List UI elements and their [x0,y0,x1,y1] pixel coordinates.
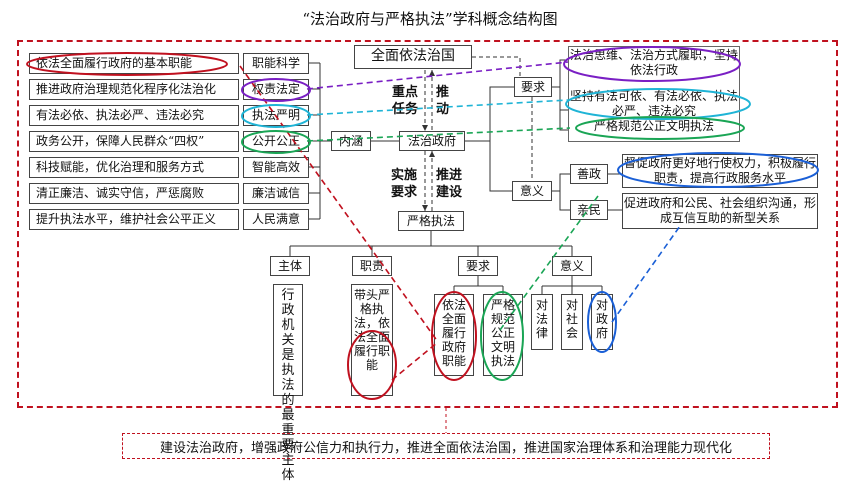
conclusion-box: 建设法治政府，增强政府公信力和执行力，推进全面依法治国，推进国家治理体系和治理能… [122,433,770,459]
red-highlight-left [26,52,228,76]
arrow-down-2 [422,205,428,211]
left-row-6: 清正廉洁、诚实守信，严惩腐败 [29,183,239,204]
red-highlight-req [431,291,477,381]
red-highlight-duty [347,330,397,400]
label-key-task: 重点任务 [392,85,419,117]
purple-highlight-left [241,78,311,102]
green-highlight-left [241,130,311,154]
col-duty: 带头严格执法，依法全面履行职能 [351,284,393,396]
left-row-2: 推进政府治理规范化程序化法治化 [29,79,239,100]
meaning-item-2: 促进政府和公民、社会组织沟通，形成互信互助的新型关系 [622,193,818,229]
left-tag-5: 智能高效 [243,157,309,178]
col-mean-1: 对法律 [531,294,553,350]
center-node: 全面依法治国 [354,45,472,69]
green-highlight-right [575,116,745,140]
cyan-highlight-left [241,104,311,128]
arrow-down-1 [422,125,428,131]
shanzheng-node: 善政 [570,164,608,184]
gov-node: 法治政府 [399,131,465,151]
left-row-4: 政务公开，保障人民群众“四权” [29,131,239,152]
req-node: 要求 [514,77,552,97]
left-tag-2: 权责法定 [243,79,309,100]
blue-link [611,225,681,323]
purple-link [306,61,569,90]
arrow-up-2 [429,151,435,157]
head-meaning: 意义 [552,256,592,276]
left-tag-7: 人民满意 [243,209,309,230]
blue-highlight-right [617,152,819,188]
diagram-title: “法治政府与严格执法”学科概念结构图 [302,10,558,28]
left-row-7: 提升执法水平，维护社会公平正义 [29,209,239,230]
col-req-1: 依法全面履行政府职能 [434,294,474,376]
col-mean-3: 对政府 [591,294,613,350]
cyan-link [306,99,569,116]
label-push-build: 推进建设 [436,168,463,200]
left-tag-6: 廉洁诚信 [243,183,309,204]
label-implement: 实施要求 [391,168,418,200]
head-req: 要求 [458,256,498,276]
head-subject: 主体 [270,256,310,276]
req-item-2: 坚持有法可依、有法必依、执法必严、违法必究 [570,89,739,118]
green-link-top [306,127,571,142]
red-link-1 [239,65,439,343]
left-row-5: 科技赋能，优化治理和服务方式 [29,157,239,178]
red-link-2 [391,341,439,381]
req-item-1: 法治思维、法治方式履职，坚持依法行政 [570,48,739,77]
label-push: 推动 [436,85,450,117]
req-item-3: 严格规范公正文明执法 [593,119,714,133]
col-mean-2: 对社会 [561,294,583,350]
meaning-node: 意义 [512,181,552,201]
left-row-3: 有法必依、执法必严、违法必究 [29,105,239,126]
blue-highlight-mean [587,291,617,353]
left-tag-1: 职能科学 [243,53,309,74]
left-row-1: 依法全面履行政府的基本职能 [29,53,239,74]
purple-highlight-right [563,46,741,82]
head-duty: 职责 [352,256,392,276]
strict-node: 严格执法 [398,211,464,231]
cyan-highlight-right [565,88,751,120]
main-frame [17,40,838,408]
arrow-up-1 [429,70,435,76]
qinmin-node: 亲民 [570,200,608,220]
connotation-node: 内涵 [331,131,371,151]
col-subject: 行政机关是执法的最重要主体 [273,284,303,483]
green-highlight-req [480,291,524,381]
green-link-bottom [499,195,599,331]
